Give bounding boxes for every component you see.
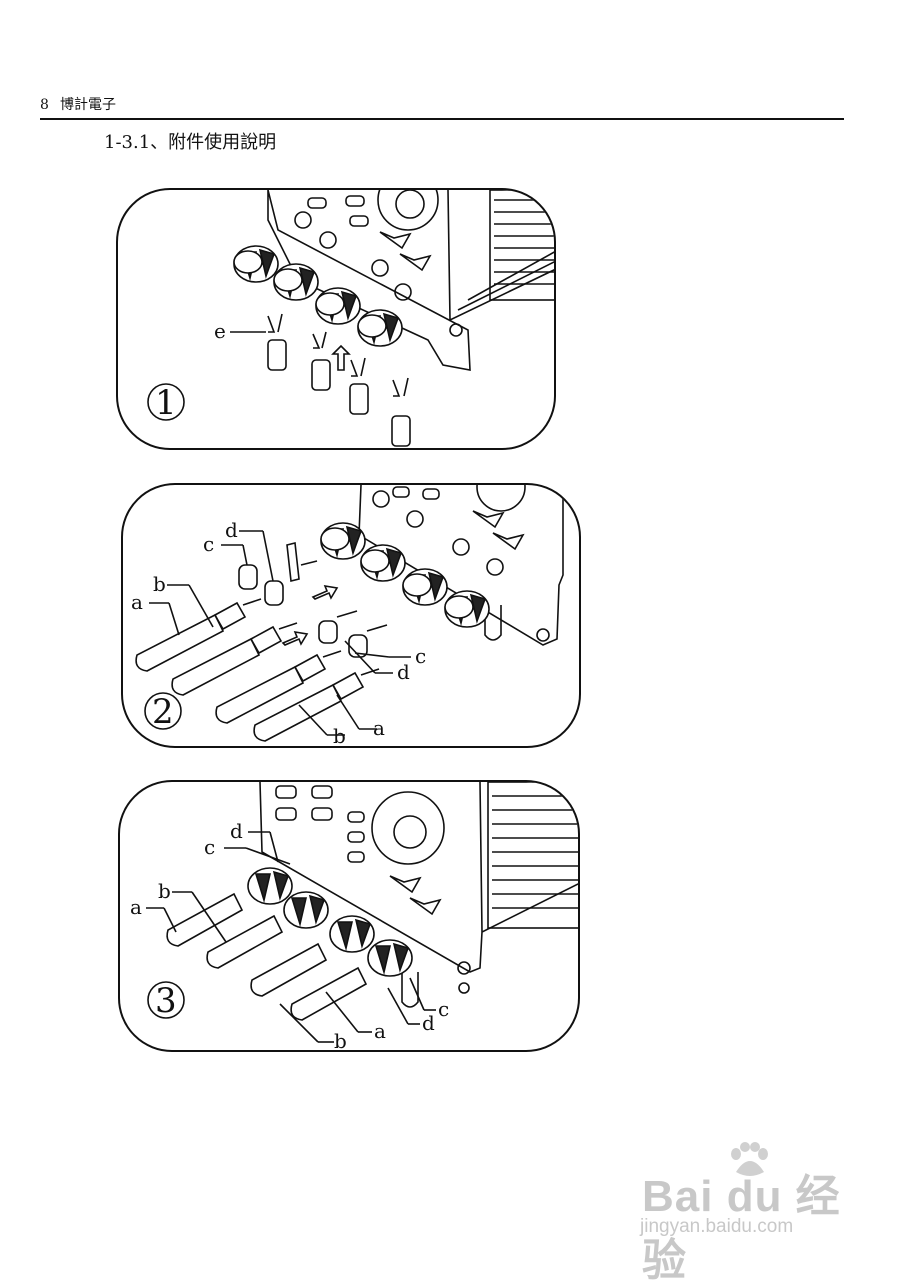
figure-3-panel: a b c d b a d c 3 [118, 780, 580, 1052]
figure-2-illustration: a b c d c d b a 2 [131, 485, 564, 748]
figure-2-label-a-top: a [131, 590, 143, 614]
figure-2-label-d-top: d [225, 518, 238, 542]
figure-3-number: 3 [155, 981, 177, 1021]
figure-3-label-c-bottom: c [438, 997, 449, 1021]
company-name: 博計電子 [60, 97, 117, 113]
figure-2-panel: a b c d c d b a 2 [121, 483, 581, 748]
figure-2-label-c-right: c [415, 644, 426, 668]
figure-2-label-a-bottom: a [373, 716, 385, 740]
baidu-watermark: Bai du 经验 jingyan.baidu.com [636, 1142, 866, 1285]
section-title: 1-3.1、附件使用說明 [104, 132, 277, 153]
figure-2-label-b-top: b [153, 572, 166, 596]
figure-3-label-b-bottom: b [334, 1029, 347, 1052]
figure-3-label-a-top: a [130, 895, 142, 919]
figure-3-label-b-top: b [158, 879, 171, 903]
figure-2-label-c-top: c [203, 532, 214, 556]
page-header: 8 博計電子 [40, 94, 844, 120]
figure-3-label-c-top: c [204, 835, 215, 859]
figure-1-label-e: e [214, 319, 226, 343]
page-number: 8 [40, 97, 49, 113]
figure-3-label-a-bottom: a [374, 1019, 386, 1043]
figure-2-label-d-right: d [397, 660, 410, 684]
watermark-logo: Bai du 经验 [642, 1172, 841, 1285]
figure-2-label-b-bottom: b [333, 724, 346, 748]
figure-1-illustration: e 1 [147, 190, 554, 447]
figure-1-panel: e 1 [116, 188, 556, 450]
figure-2-number: 2 [152, 692, 174, 732]
figure-1-number: 1 [155, 383, 177, 423]
paw-icon [731, 1142, 768, 1176]
figure-3-label-d-bottom: d [422, 1011, 435, 1035]
figure-3-illustration: a b c d b a d c 3 [130, 782, 578, 1052]
figure-3-label-d-top: d [230, 819, 243, 843]
watermark-url: jingyan.baidu.com [640, 1216, 794, 1237]
